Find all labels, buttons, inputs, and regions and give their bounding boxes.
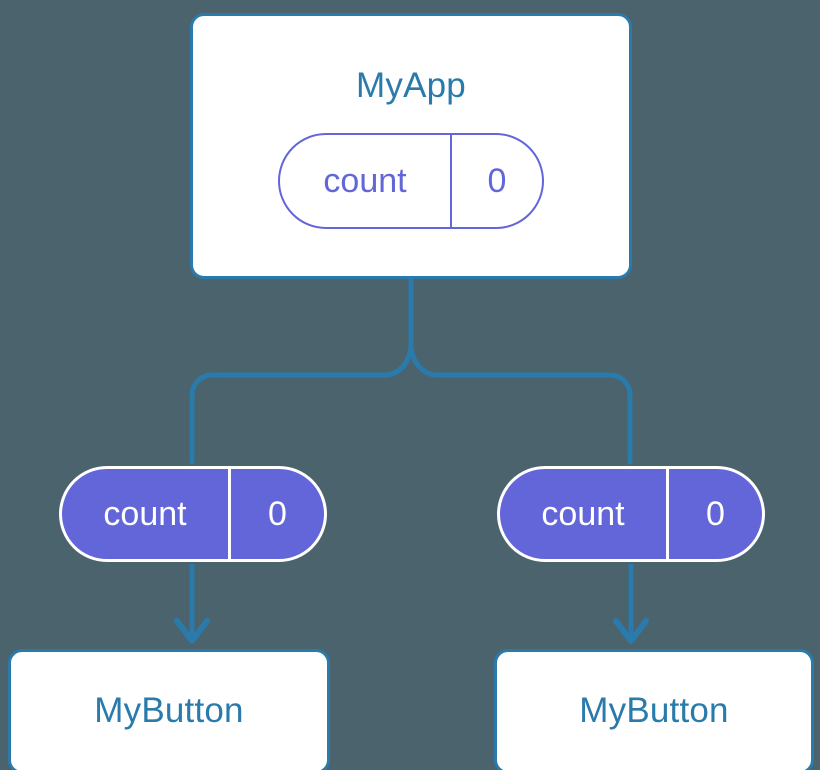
- state-pill-right-count[interactable]: count 0: [497, 466, 765, 562]
- component-card-myapp-title: MyApp: [356, 66, 466, 105]
- state-pill-left-count-value: 0: [268, 494, 287, 533]
- state-pill-right-count-value: 0: [706, 494, 725, 533]
- state-pill-myapp-count[interactable]: count 0: [278, 133, 544, 229]
- connector-split-to-right-pill: [408, 344, 633, 465]
- arrowhead-right: [613, 618, 649, 644]
- connector-split-to-left-pill: [189, 344, 414, 465]
- state-pill-left-count-key: count: [62, 469, 231, 559]
- component-card-mybutton-right[interactable]: MyButton: [494, 649, 814, 770]
- state-pill-myapp-count-key: count: [280, 135, 452, 227]
- component-card-mybutton-left-title: MyButton: [94, 691, 244, 730]
- component-card-mybutton-left[interactable]: MyButton: [8, 649, 330, 770]
- state-pill-myapp-count-value: 0: [487, 161, 507, 200]
- component-card-mybutton-right-title: MyButton: [579, 691, 729, 730]
- state-pill-left-count[interactable]: count 0: [59, 466, 327, 562]
- arrowhead-left: [174, 618, 210, 644]
- state-pill-right-count-key: count: [500, 469, 669, 559]
